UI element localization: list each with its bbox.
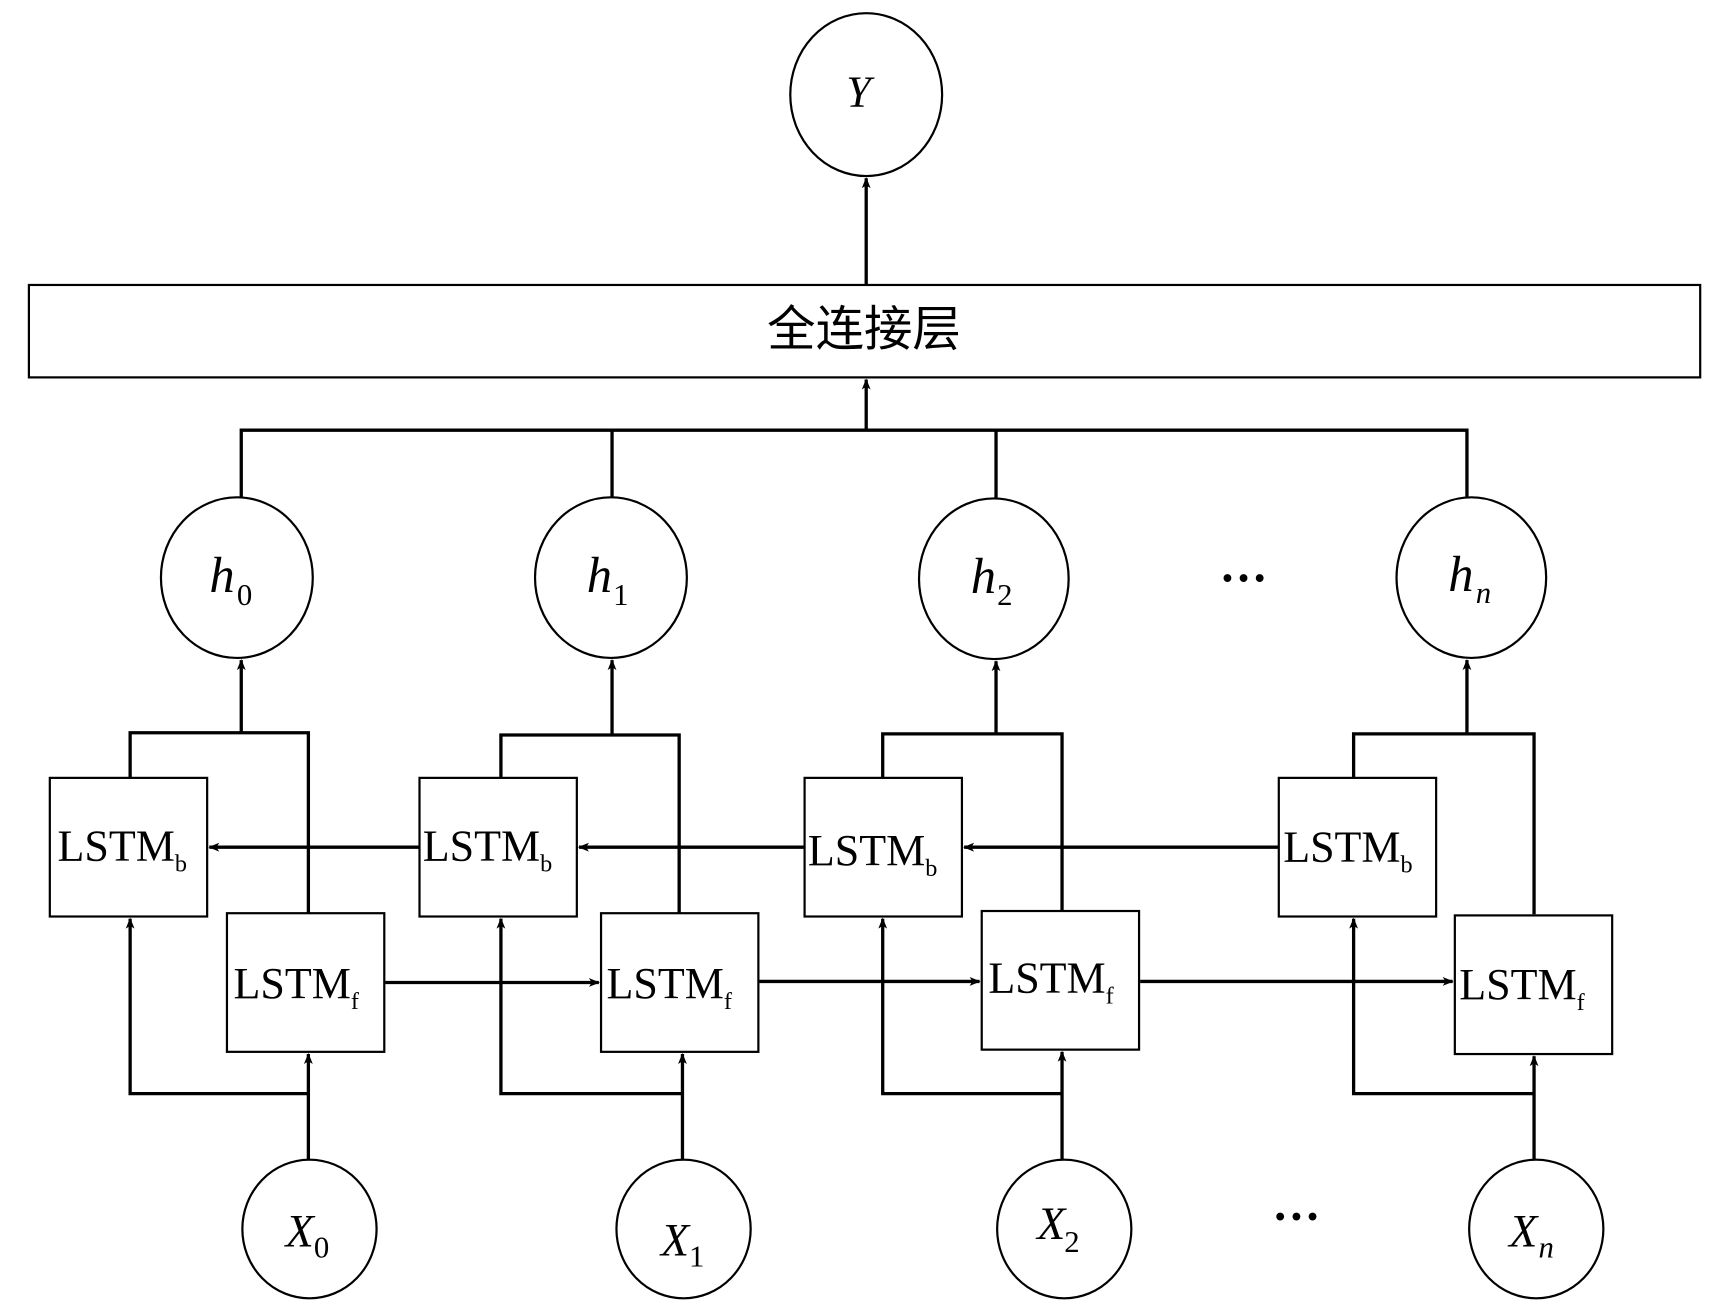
input-node-x1: X 1 — [615, 1158, 752, 1300]
input-node-sub: 2 — [1064, 1225, 1079, 1259]
lstm-forward-cell-n: LSTMf — [1453, 914, 1614, 1056]
input-node-xn: X n — [1468, 1158, 1605, 1300]
input-ellipsis: ··· — [1272, 1190, 1320, 1243]
input-route-2 — [878, 917, 1067, 1161]
input-node-sub: 0 — [314, 1231, 329, 1265]
merge-connector-0 — [128, 659, 311, 914]
lstm-backward-cell-0: LSTMb — [48, 776, 209, 918]
input-node-x2: X 2 — [996, 1158, 1133, 1300]
input-node-label: X — [659, 1214, 691, 1265]
cell-label: LSTMf — [234, 959, 360, 1015]
lstm-backward-cell-2: LSTMb — [803, 776, 964, 918]
input-route-1 — [496, 917, 687, 1161]
output-node-label: Y — [846, 68, 875, 117]
cell-label: LSTMb — [1283, 822, 1412, 878]
hidden-node-label: h — [971, 548, 996, 604]
lstm-backward-cell-1: LSTMb — [418, 776, 578, 918]
dense-layer-label: 全连接层 — [767, 302, 961, 356]
merge-connector-n — [1351, 659, 1536, 915]
hidden-node-h2: h 2 — [917, 497, 1070, 661]
hidden-node-sub: n — [1476, 576, 1491, 610]
lstm-forward-cell-0: LSTMf — [225, 912, 386, 1053]
hidden-node-sub: 2 — [997, 578, 1012, 612]
input-node-label: X — [284, 1206, 316, 1257]
hidden-node-h0: h 0 — [159, 496, 314, 660]
merge-connector-1 — [499, 659, 681, 914]
input-node-sub: n — [1538, 1231, 1553, 1265]
hidden-node-label: h — [1448, 546, 1473, 602]
lstm-forward-cell-2: LSTMf — [980, 909, 1141, 1051]
cell-label: LSTMb — [58, 821, 187, 877]
input-node-label: X — [1035, 1198, 1067, 1249]
output-node-y — [789, 12, 944, 178]
hidden-node-sub: 1 — [613, 578, 628, 612]
cell-label: LSTMf — [988, 953, 1114, 1009]
input-route-0 — [125, 917, 313, 1161]
cell-label: LSTMb — [808, 826, 937, 882]
hidden-node-label: h — [587, 547, 612, 603]
input-node-sub: 1 — [689, 1239, 704, 1273]
input-node-label: X — [1507, 1206, 1539, 1257]
dense-layer-box — [27, 283, 1702, 379]
input-node-x0: X 0 — [241, 1158, 378, 1300]
hidden-bus-line — [239, 428, 1469, 498]
cell-label: LSTMf — [1459, 960, 1585, 1016]
cell-label: LSTMb — [423, 821, 552, 877]
lstm-backward-cell-n: LSTMb — [1277, 776, 1438, 918]
hidden-node-sub: 0 — [237, 578, 252, 612]
lstm-forward-cell-1: LSTMf — [599, 912, 760, 1053]
input-route-n — [1349, 917, 1539, 1161]
hidden-ellipsis: ··· — [1219, 552, 1267, 605]
hidden-node-h1: h 1 — [533, 496, 688, 660]
merge-connector-2 — [881, 660, 1064, 912]
cell-label: LSTMf — [607, 959, 733, 1015]
hidden-node-label: h — [209, 547, 234, 603]
hidden-node-hn: h n — [1395, 496, 1548, 660]
